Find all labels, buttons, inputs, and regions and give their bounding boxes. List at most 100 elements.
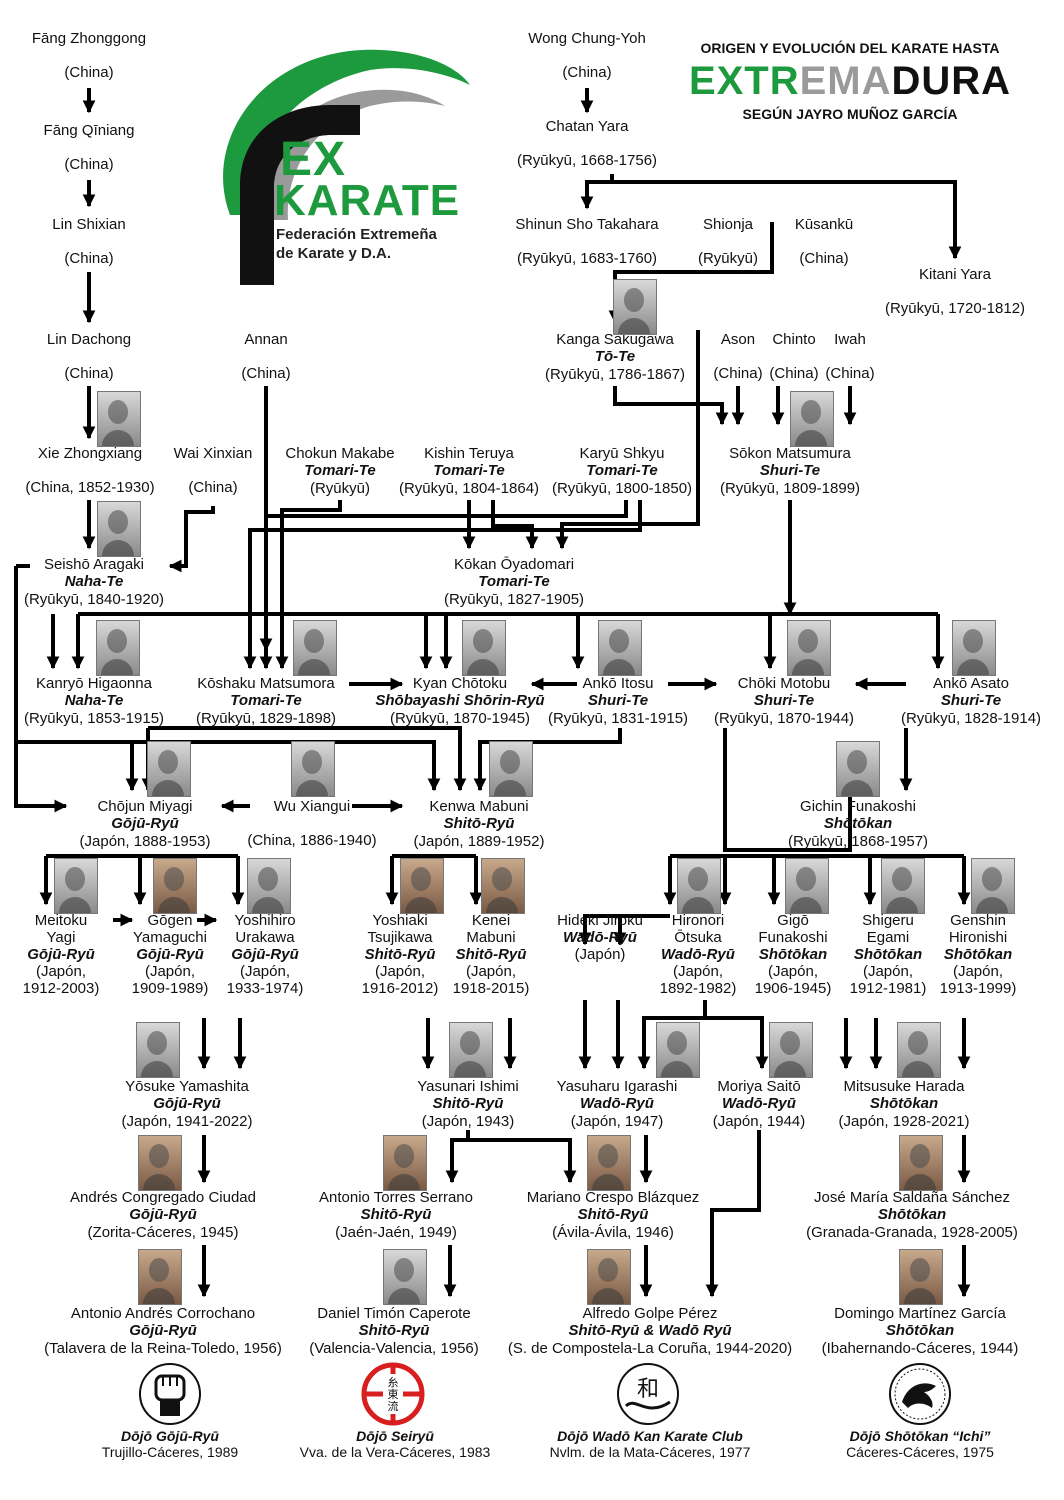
person-name: Ankō Asato bbox=[933, 675, 1009, 692]
karate-style: Shitō-Ryū bbox=[432, 1095, 504, 1112]
person-name: Yōsuke Yamashita bbox=[125, 1078, 249, 1095]
karate-style: Shōtōkan bbox=[943, 946, 1013, 963]
origin-and-years: (Zorita-Cáceres, 1945) bbox=[87, 1224, 239, 1241]
person-name: Antonio Torres Serrano bbox=[319, 1189, 473, 1206]
node-kusanku: Kūsankū(China) bbox=[644, 216, 1004, 267]
origin-and-years: (Talavera de la Reina-Toledo, 1956) bbox=[44, 1340, 282, 1357]
portrait-photo bbox=[785, 858, 829, 914]
lineage-arrow bbox=[580, 174, 614, 210]
origin-and-years: (China) bbox=[241, 365, 291, 382]
person-surname: Funakoshi bbox=[758, 929, 828, 946]
lineage-arrow bbox=[275, 500, 342, 670]
portrait-photo bbox=[677, 858, 721, 914]
shito-ryu-crest-icon: 糸 東 流 bbox=[361, 1362, 425, 1426]
person-name: Gichin Funakoshi bbox=[800, 798, 916, 815]
portrait-photo bbox=[971, 858, 1015, 914]
lineage-arrow bbox=[473, 728, 622, 792]
lineage-arrow bbox=[637, 1000, 707, 1070]
years: 1912-2003) bbox=[22, 980, 100, 997]
person-name: Wai Xinxian bbox=[173, 445, 253, 462]
karate-style: Shitō-Ryū bbox=[360, 1206, 432, 1223]
portrait-photo bbox=[291, 741, 335, 797]
federation-line-2: de Karate y D.A. bbox=[276, 245, 392, 262]
person-name: Seishō Aragaki bbox=[43, 556, 145, 573]
logo-karate-text: KARATE bbox=[274, 176, 461, 225]
person-name: Chōki Motobu bbox=[737, 675, 831, 692]
person-name: Fāng Zhonggong bbox=[31, 30, 147, 47]
origin-and-years: (China) bbox=[713, 365, 763, 382]
origin-and-years: (China) bbox=[562, 64, 612, 81]
years: 1906-1945) bbox=[754, 980, 832, 997]
person-name: Kōkan Ōyadomari bbox=[453, 556, 575, 573]
origin-and-years: (Ryūkyū) bbox=[697, 250, 758, 267]
person-name: Kitani Yara bbox=[919, 266, 991, 283]
person-name: Daniel Timón Caperote bbox=[317, 1305, 471, 1322]
portrait-photo bbox=[587, 1135, 631, 1191]
logo-swoosh-icon bbox=[223, 49, 470, 285]
person-name: Iwah bbox=[834, 331, 866, 348]
node-wu: Wu Xiangui(China, 1886-1940) bbox=[132, 798, 492, 849]
person-name: Alfredo Golpe Pérez bbox=[582, 1305, 718, 1322]
person-name: Kanryō Higaonna bbox=[36, 675, 152, 692]
header-author: SEGÚN JAYRO MUÑOZ GARCÍA bbox=[742, 106, 958, 122]
lineage-arrow bbox=[555, 330, 700, 550]
person-name: Chatan Yara bbox=[545, 118, 629, 135]
portrait-photo bbox=[897, 1022, 941, 1078]
person-name: Yoshiaki bbox=[372, 912, 428, 929]
person-surname: Hironishi bbox=[948, 929, 1008, 946]
portrait-photo bbox=[790, 391, 834, 447]
origin-and-years: (Japón, 1943) bbox=[421, 1113, 515, 1130]
node-iwah: Iwah (China) bbox=[670, 331, 1030, 382]
karate-style: Tomari-Te bbox=[230, 692, 302, 709]
person-name: Annan bbox=[244, 331, 288, 348]
origin-and-years: (Granada-Granada, 1928-2005) bbox=[806, 1224, 1018, 1241]
header-line-1: ORIGEN Y EVOLUCIÓN DEL KARATE HASTA bbox=[700, 40, 1000, 56]
origin: (Japón) bbox=[574, 946, 626, 963]
origin-and-years: (Ryūkyū, 1870-1944) bbox=[713, 710, 855, 727]
person-name: Antonio Andrés Corrochano bbox=[70, 1305, 256, 1322]
karate-style: Naha-Te bbox=[64, 573, 124, 590]
person-name: Mitsusuke Harada bbox=[843, 1078, 965, 1095]
dojo-place: Cáceres-Cáceres, 1975 bbox=[846, 1444, 994, 1460]
person-name: Kōshaku Matsumora bbox=[197, 675, 335, 692]
person-name: Hironori bbox=[671, 912, 725, 929]
karate-style: Gōjū-Ryū bbox=[136, 946, 204, 963]
origin-and-years: (Ávila-Ávila, 1946) bbox=[552, 1224, 674, 1241]
node-kitani: Kitani Yara(Ryūkyū, 1720-1812) bbox=[775, 266, 1064, 317]
person-name: Meitoku bbox=[34, 912, 88, 929]
person-name: Yasunari Ishimi bbox=[417, 1078, 519, 1095]
lineage-arrow bbox=[613, 914, 670, 946]
karate-style: Shōtōkan bbox=[853, 946, 923, 963]
portrait-photo bbox=[54, 858, 98, 914]
karate-style: Shitō-Ryū bbox=[443, 815, 515, 832]
portrait-photo bbox=[899, 1135, 943, 1191]
node-lin_s: Lin Shixian(China) bbox=[0, 216, 269, 267]
origin-and-years: (China) bbox=[825, 365, 875, 382]
origin-and-years: (China) bbox=[64, 156, 114, 173]
lineage-arrow bbox=[705, 1130, 761, 1298]
karate-style: Tomari-Te bbox=[586, 462, 658, 479]
person-name: Andrés Congregado Ciudad bbox=[70, 1189, 256, 1206]
person-name: Moriya Saitō bbox=[717, 1078, 801, 1095]
person-name: Domingo Martínez García bbox=[834, 1305, 1006, 1322]
person-name: Gigō bbox=[777, 912, 809, 929]
origin-and-years: (Jaén-Jaén, 1949) bbox=[335, 1224, 457, 1241]
lineage-arrow bbox=[148, 726, 467, 792]
origin-and-years: (Japón, 1928-2021) bbox=[838, 1113, 970, 1130]
portrait-photo bbox=[598, 620, 642, 676]
person-name: Chōjun Miyagi bbox=[97, 798, 193, 815]
lineage-arrow bbox=[16, 740, 441, 792]
node-fang_z: Fāng Zhonggong(China) bbox=[0, 30, 269, 81]
karate-style: Shuri-Te bbox=[940, 692, 1002, 709]
fist-icon bbox=[139, 1363, 201, 1425]
person-name: Ankō Itosu bbox=[582, 675, 654, 692]
karate-style: Shōbayashi Shōrin-Ryū bbox=[375, 692, 545, 709]
